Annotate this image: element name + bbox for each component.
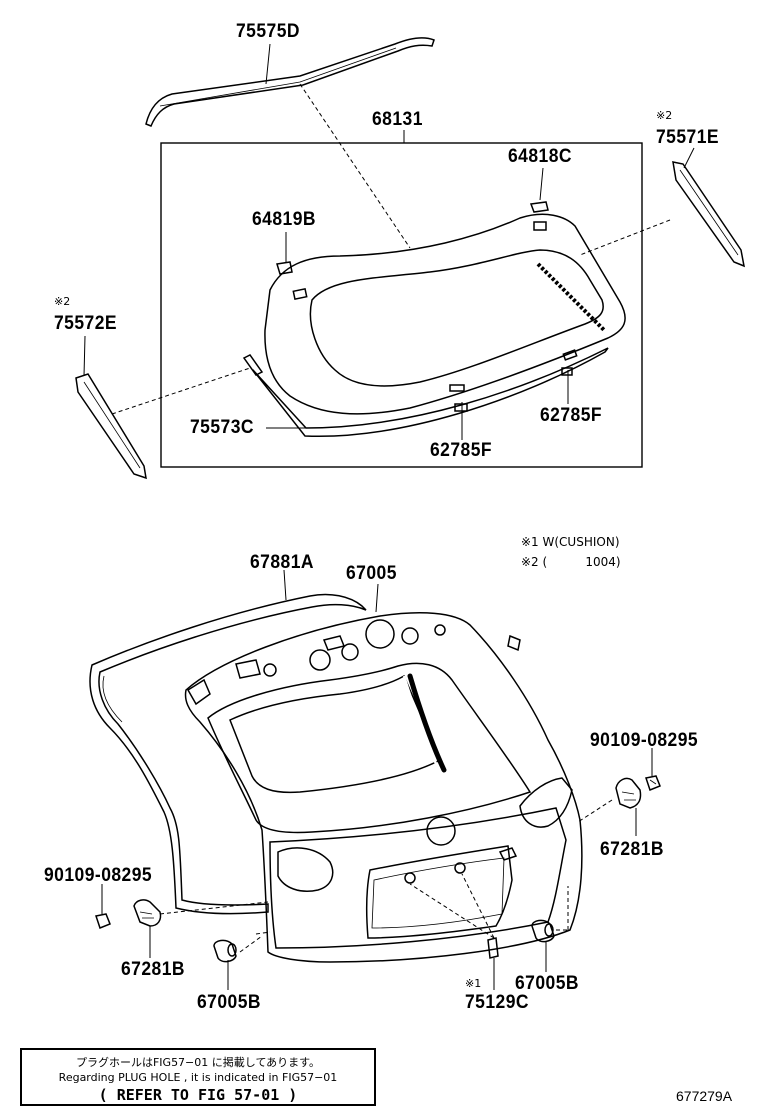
part-label-67005B-right: 67005B xyxy=(515,973,579,994)
part-label-64818C: 64818C xyxy=(508,146,572,167)
mark-garnish-right: ※2 xyxy=(656,109,673,122)
part-label-67881A: 67881A xyxy=(250,552,314,573)
moulding-top-drawing xyxy=(145,37,435,127)
cushion-right-drawing xyxy=(531,919,555,943)
screw-right-drawing xyxy=(645,775,661,791)
part-label-67281B-left: 67281B xyxy=(121,959,185,980)
part-label-90109-right: 90109-08295 xyxy=(590,730,699,751)
moulding-lower-drawing xyxy=(242,354,264,376)
reference-note-box: プラグホールはFIG57−01 に掲載してあります。 Regarding PLU… xyxy=(20,1048,376,1106)
cushion-left-drawing xyxy=(213,939,237,963)
weatherstrip-drawing xyxy=(89,593,367,915)
legend-note-1: ※1 W(CUSHION) xyxy=(521,535,620,549)
back-door-panel-drawing xyxy=(184,612,583,963)
illustration-code: 677279A xyxy=(676,1088,733,1104)
garnish-right-drawing xyxy=(672,161,745,268)
lower-leader-lines xyxy=(101,569,653,990)
part-label-67005: 67005 xyxy=(346,563,397,584)
part-label-62785F-center: 62785F xyxy=(430,440,493,461)
stay-right-drawing xyxy=(615,777,642,809)
part-label-64819B: 64819B xyxy=(252,209,316,230)
mark-garnish-left: ※2 xyxy=(54,295,71,308)
part-label-75572E: 75572E xyxy=(54,313,118,334)
part-label-68131: 68131 xyxy=(372,109,423,130)
note-line-japanese: プラグホールはFIG57−01 に掲載してあります。 xyxy=(75,1056,321,1069)
part-label-67005B-left: 67005B xyxy=(197,992,261,1013)
screw-left-drawing xyxy=(95,913,111,929)
part-label-67281B-right: 67281B xyxy=(600,839,664,860)
stopper-left-drawing xyxy=(276,261,293,275)
lower-dashed-lines xyxy=(159,799,613,953)
note-line-refer: ( REFER TO FIG 57-01 ) xyxy=(98,1086,298,1104)
part-label-75129C: 75129C xyxy=(465,992,529,1013)
stay-left-drawing xyxy=(133,899,162,927)
plug-drawing xyxy=(487,937,499,959)
part-label-62785F-right: 62785F xyxy=(540,405,603,426)
part-label-75573C: 75573C xyxy=(190,417,254,438)
part-label-75571E: 75571E xyxy=(656,127,720,148)
upper-leader-lines xyxy=(83,43,695,440)
glass-group-frame xyxy=(160,142,643,468)
back-glass-drawing xyxy=(252,213,626,438)
legend-note-2: ※2 ( 1004) xyxy=(521,555,621,569)
stopper-right-drawing xyxy=(529,201,549,213)
part-label-90109-left: 90109-08295 xyxy=(44,865,153,886)
note-line-english: Regarding PLUG HOLE , it is indicated in… xyxy=(58,1071,338,1084)
mark-plug: ※1 xyxy=(465,977,482,990)
upper-dashed-lines xyxy=(111,83,671,415)
part-label-75575D: 75575D xyxy=(236,21,300,42)
garnish-left-drawing xyxy=(75,373,147,480)
